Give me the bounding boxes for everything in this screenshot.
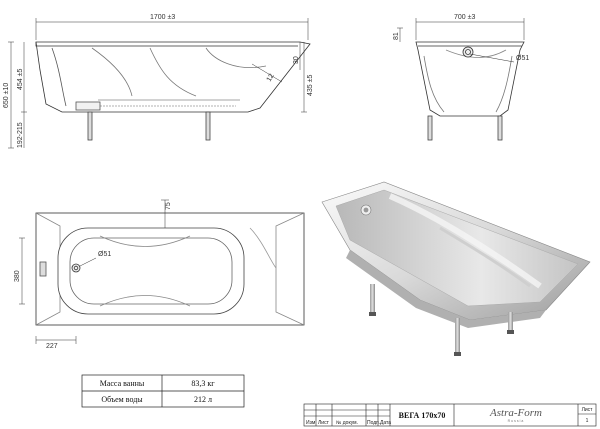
length-label: 1700 ±3	[150, 14, 175, 21]
rim-offset-label: 30	[293, 56, 300, 64]
brand-subtitle: Russia	[508, 419, 525, 423]
title-col-list: Лист	[318, 420, 330, 426]
title-block	[303, 403, 597, 427]
leg-range-label: 192-215	[17, 122, 24, 148]
side-view	[8, 18, 311, 149]
brand-logo: Astra-Form	[489, 407, 542, 419]
title-col-sign: Подп.	[367, 420, 380, 426]
title-col-izm: Изм	[306, 420, 316, 426]
sheet-label: Лист	[582, 407, 594, 413]
model-title: ВЕГА 170x70	[399, 411, 446, 420]
title-col-doc: № докум.	[336, 420, 358, 426]
drain-end-offset-label: 227	[46, 343, 58, 350]
spec-mass-value: 83,3 кг	[191, 379, 215, 388]
isometric-render	[321, 181, 591, 356]
drain-diameter-side-label: Ø51	[516, 55, 529, 62]
width-label: 700 ±3	[454, 14, 475, 21]
height-total-label: 650 ±10	[3, 83, 10, 108]
side-height-label: 454 ±5	[17, 69, 24, 90]
spec-volume-value: 212 л	[194, 395, 212, 404]
title-col-date: Дата	[380, 420, 391, 426]
drain-offset-label: 75	[165, 202, 172, 210]
end-view	[397, 18, 525, 141]
specs-table	[81, 374, 245, 408]
rim-top-label: 81	[393, 32, 400, 40]
drain-diameter-top-label: Ø51	[98, 251, 111, 258]
rim-angle-label: 12	[266, 73, 276, 83]
inner-width-label: 380	[14, 270, 21, 282]
spec-mass-label: Масса ванны	[100, 379, 145, 388]
top-view	[19, 199, 305, 344]
sheet-number: 1	[586, 418, 589, 424]
spec-volume-label: Объем воды	[101, 395, 143, 404]
end-height-label: 435 ±5	[307, 75, 314, 96]
